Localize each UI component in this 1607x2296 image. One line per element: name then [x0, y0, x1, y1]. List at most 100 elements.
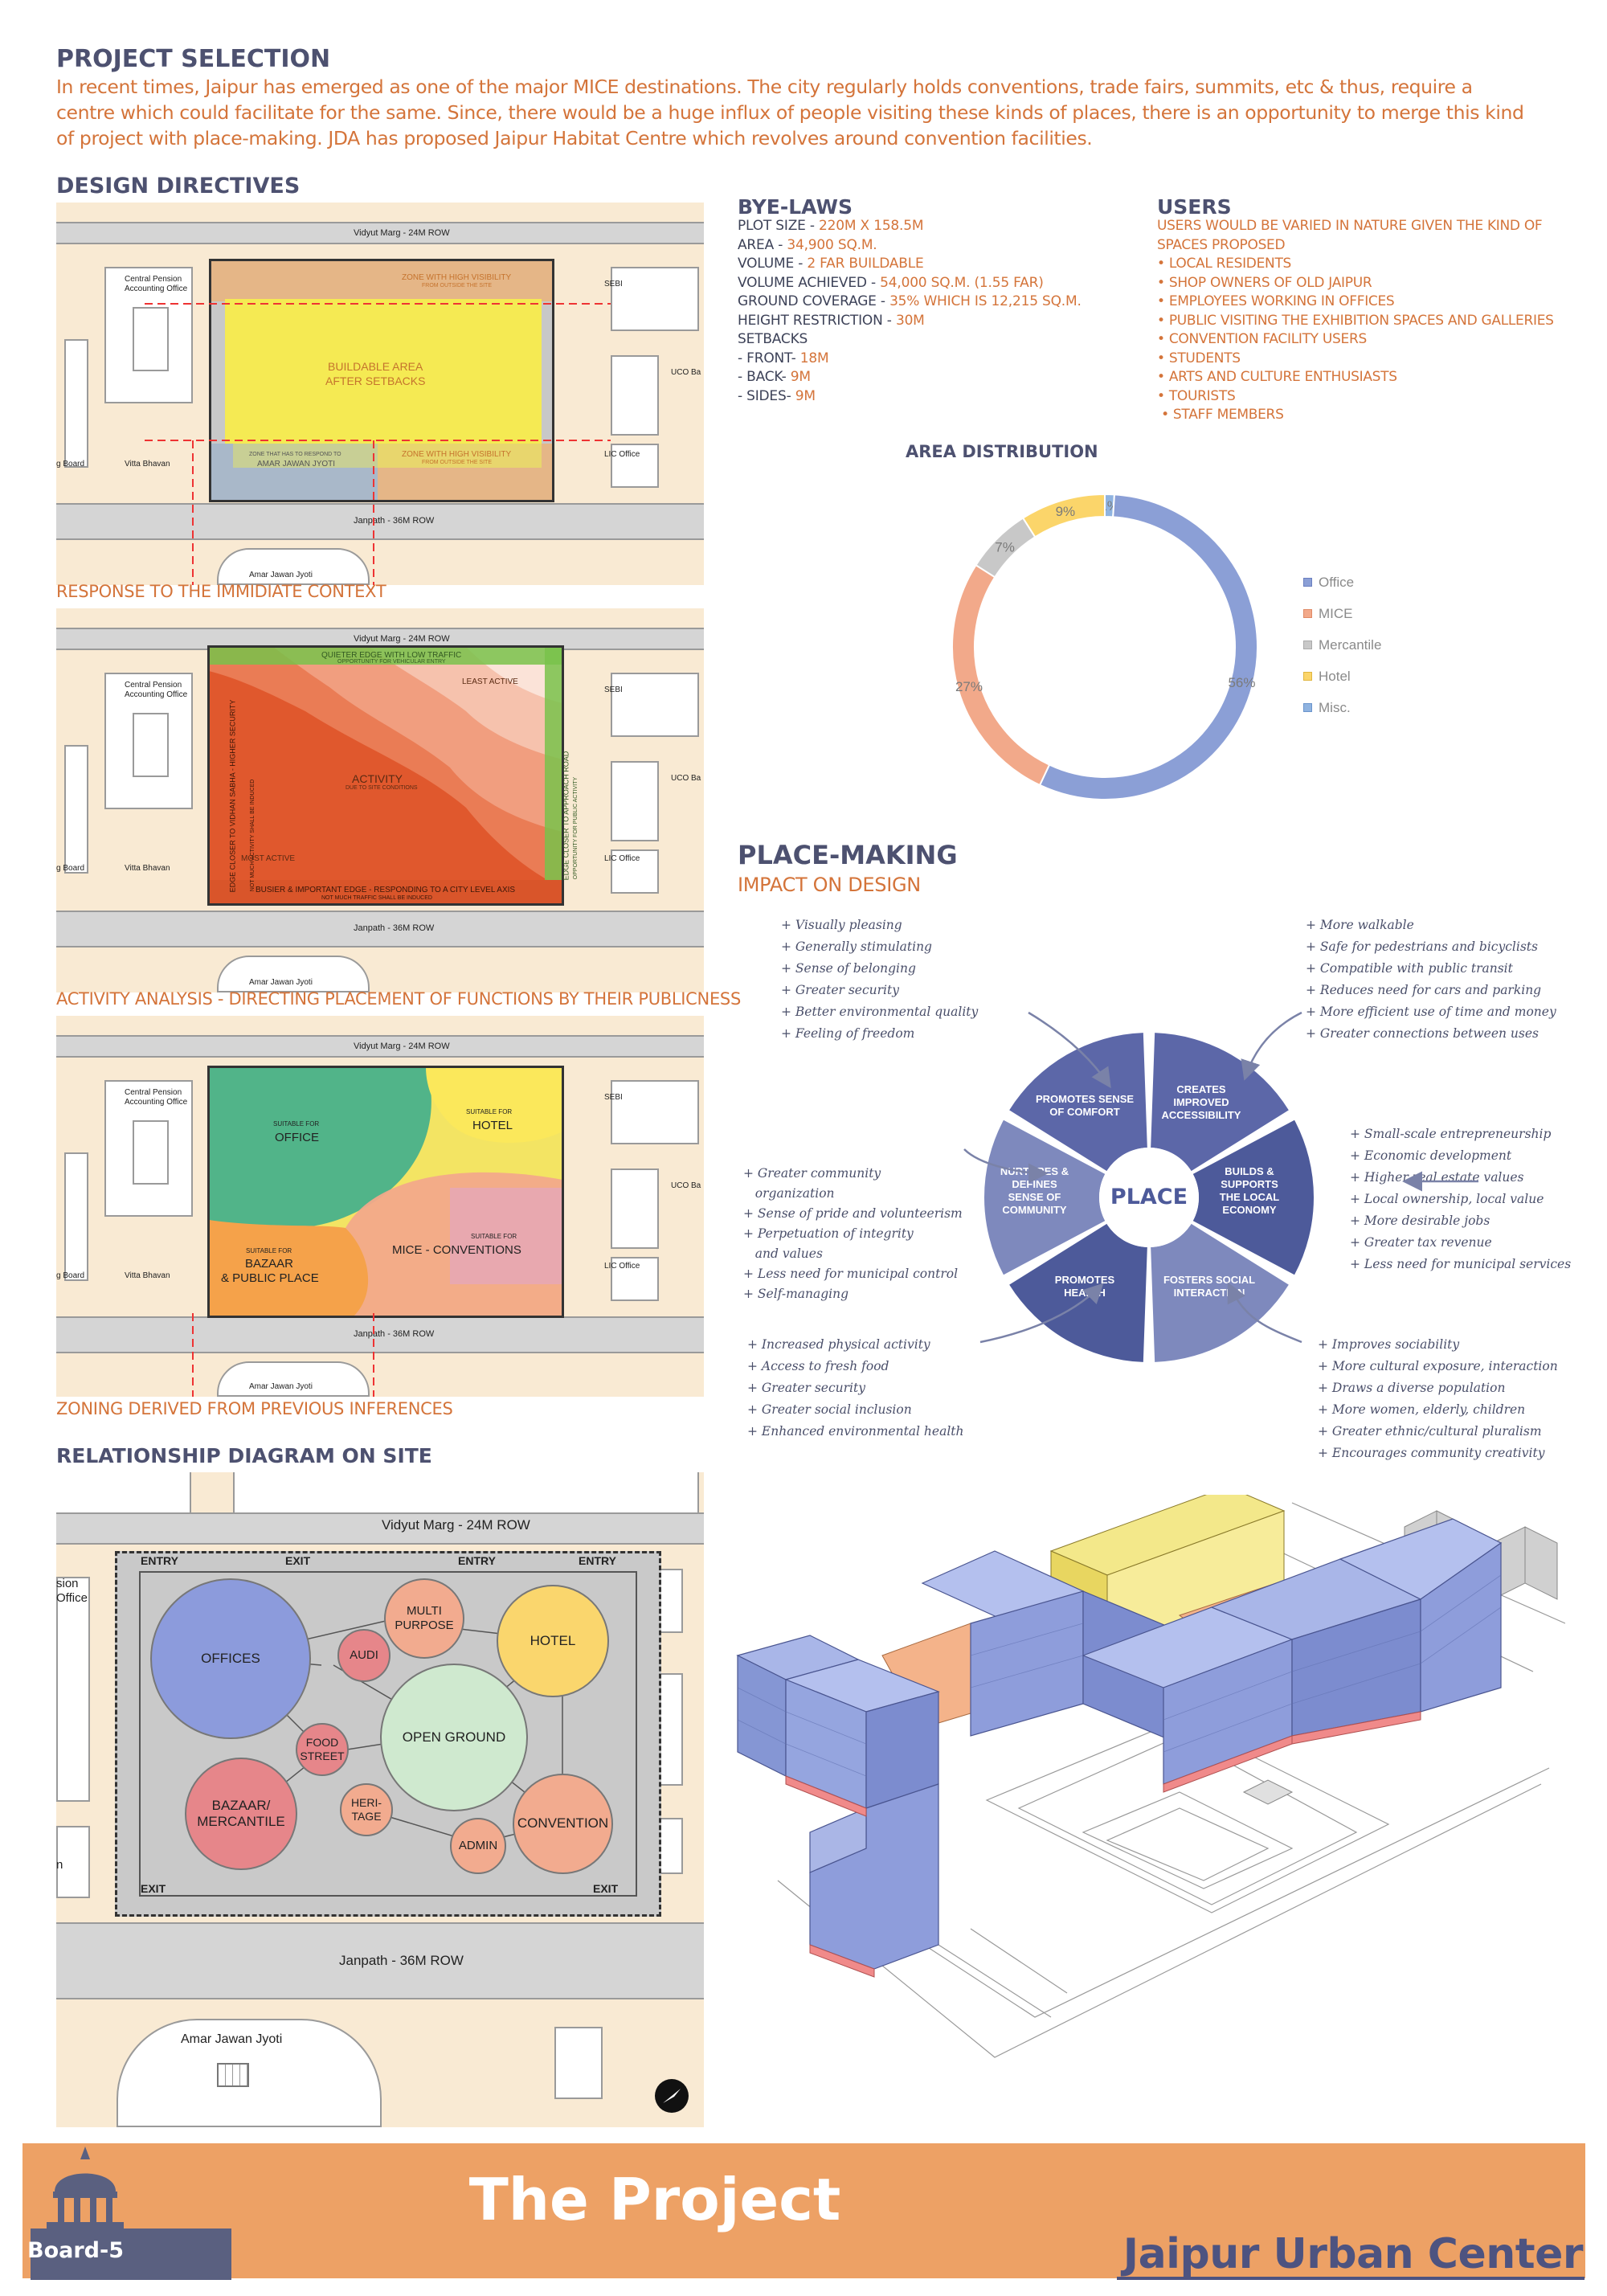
impact-arrows: [963, 1011, 1478, 1344]
list-comfort: + Visually pleasing+ Generally stimulati…: [781, 918, 979, 1041]
project-name-underline: [1117, 2277, 1585, 2280]
users-line: • STUDENTS: [1157, 350, 1241, 366]
node-multi: MULTI PURPOSE: [384, 1578, 464, 1659]
label-respond-2: AMAR JAWAN JYOTI: [257, 460, 336, 469]
users-line: USERS WOULD BE VARIED IN NATURE GIVEN TH…: [1157, 218, 1543, 234]
label-sebi-2: SEBI: [604, 686, 623, 694]
byelaws-title: BYE-LAWS: [738, 195, 853, 219]
label-uco: UCO Ba: [671, 368, 701, 377]
label-respond: ZONE THAT HAS TO RESPOND TO: [249, 452, 341, 457]
label-vitta: Vitta Bhavan: [125, 460, 170, 469]
site-inner-boundary: [139, 1571, 637, 1897]
road-label-top-rel: Vidyut Marg - 24M ROW: [382, 1517, 530, 1533]
wheel-segment: [1192, 1119, 1314, 1275]
rel-exit-1: EXIT: [285, 1554, 311, 1567]
byelaw-line: HEIGHT RESTRICTION - 30M: [738, 312, 925, 329]
area-distribution-donut: 1%56%27%7%9%: [951, 493, 1258, 800]
users-line: • TOURISTS: [1157, 387, 1236, 404]
label-mice: MICE - CONVENTIONS: [392, 1243, 521, 1257]
label-quieter-sub: OPPORTUNITY FOR VEHICULAR ENTRY: [337, 659, 446, 665]
legend-item-hotel: Hotel: [1303, 661, 1381, 692]
label-central-pension-2: Central Pension Accounting Office: [125, 681, 188, 699]
label-central-pension: Central Pension Accounting Office: [125, 275, 188, 293]
footer-title: The Project: [468, 2166, 841, 2233]
label-central-pension-3: Central Pension Accounting Office: [125, 1088, 188, 1107]
wheel-segment: [1009, 1223, 1147, 1362]
byelaw-line: - FRONT- 18M: [738, 350, 829, 366]
legend-swatch: [1303, 609, 1312, 618]
node-heritage: HERI- TAGE: [340, 1783, 393, 1836]
rel-amar: Amar Jawan Jyoti: [181, 2032, 283, 2046]
place-center-label: PLACE: [1110, 1185, 1188, 1209]
label-quieter: QUIETER EDGE WITH LOW TRAFFIC: [321, 651, 462, 660]
label-board: g Board: [56, 460, 85, 469]
label-amar-2: Amar Jawan Jyoti: [249, 978, 313, 987]
legend-item-misc: Misc.: [1303, 692, 1381, 723]
road-label-top-2: Vidyut Marg - 24M ROW: [354, 634, 450, 644]
zone-buildable: [225, 299, 542, 444]
users-line: • EMPLOYEES WORKING IN OFFICES: [1157, 293, 1395, 309]
legend-item-mice: MICE: [1303, 598, 1381, 629]
list-health: + Increased physical activity+ Access to…: [747, 1337, 964, 1439]
context-map-2: Vidyut Marg - 24M ROW Janpath - 36M ROW …: [56, 608, 704, 992]
list-economy: + Small-scale entrepreneurship+ Economic…: [1350, 1127, 1572, 1271]
relationship-title: RELATIONSHIP DIAGRAM ON SITE: [56, 1444, 432, 1467]
context-map-3: Vidyut Marg - 24M ROW Janpath - 36M ROW …: [56, 1016, 704, 1397]
node-hotel: HOTEL: [497, 1585, 609, 1697]
legend-swatch: [1303, 672, 1312, 681]
placemaking-title: PLACE-MAKING: [738, 840, 958, 870]
context-map-1: Vidyut Marg - 24M ROW Janpath - 36M ROW …: [56, 203, 704, 585]
rel-left-label: sion Office: [56, 1577, 88, 1605]
place-wheel: [984, 1033, 1314, 1362]
users-line: • STAFF MEMBERS: [1157, 407, 1284, 423]
label-hotel: HOTEL: [472, 1119, 513, 1132]
label-bazaar: BAZAAR: [245, 1257, 294, 1271]
label-amar: Amar Jawan Jyoti: [249, 571, 313, 579]
donut-label: 56%: [1228, 675, 1255, 690]
label-uco-3: UCO Ba: [671, 1181, 701, 1190]
project-selection-title: PROJECT SELECTION: [56, 45, 331, 73]
byelaws-list: PLOT SIZE - 220M X 158.5M AREA - 34,900 …: [738, 217, 1082, 406]
label-sebi: SEBI: [604, 280, 623, 289]
rel-exit-3: EXIT: [593, 1882, 619, 1895]
node-food: FOOD STREET: [296, 1723, 349, 1776]
relationship-map: Vidyut Marg - 24M ROW Janpath - 36M ROW …: [56, 1472, 704, 2127]
road-top-rel: [56, 1512, 704, 1545]
seg-label-access: CREATES IMPROVED ACCESSIBILITY: [1161, 1083, 1241, 1121]
node-convention: CONVENTION: [513, 1774, 613, 1874]
rel-entry-1: ENTRY: [141, 1554, 178, 1567]
label-most: MOST ACTIVE: [241, 854, 296, 863]
label-zone-top: ZONE WITH HIGH VISIBILITY: [402, 273, 512, 282]
zone-visibility-top: [211, 261, 552, 301]
label-vitta-2: Vitta Bhavan: [125, 864, 170, 873]
byelaw-line: AREA - 34,900 SQ.M.: [738, 236, 877, 253]
label-bazaar-pre: SUITABLE FOR: [246, 1247, 292, 1254]
caption-map-2: ACTIVITY ANALYSIS - DIRECTING PLACEMENT …: [56, 989, 741, 1009]
label-right-edge: EDGE CLOSER TO APPROACH ROAD: [562, 751, 570, 881]
legend-swatch: [1303, 703, 1312, 712]
road-label-top-3: Vidyut Marg - 24M ROW: [354, 1042, 450, 1051]
label-lic: LIC Office: [604, 450, 640, 459]
users-title: USERS: [1157, 195, 1232, 219]
label-office-pre: SUITABLE FOR: [273, 1120, 320, 1128]
byelaw-line: VOLUME - 2 FAR BUILDABLE: [738, 256, 924, 272]
axonometric-view: [730, 1495, 1565, 2073]
label-left-edge-sub: NOT MUCH ACTIVITY SHALL BE INDUCED: [249, 779, 256, 892]
north-arrow-icon: [655, 2079, 689, 2113]
wheel-segment: [1151, 1223, 1289, 1362]
label-least: LEAST ACTIVE: [462, 677, 518, 686]
byelaw-line: SETBACKS: [738, 331, 808, 347]
label-amar-3: Amar Jawan Jyoti: [249, 1382, 313, 1391]
donut-slice-hotel: [1021, 493, 1106, 538]
users-line: • CONVENTION FACILITY USERS: [1157, 331, 1367, 347]
byelaw-line: - SIDES- 9M: [738, 387, 816, 404]
chart-legend: Office MICE Mercantile Hotel Misc.: [1303, 567, 1381, 723]
road-bottom-rel: [56, 1922, 704, 1999]
legend-item-office: Office: [1303, 567, 1381, 598]
wheel-segment: [1009, 1033, 1147, 1172]
list-access: + More walkable+ Safe for pedestrians an…: [1306, 918, 1556, 1041]
placemaking-subtitle: IMPACT ON DESIGN: [738, 874, 921, 896]
byelaw-line: VOLUME ACHIEVED - 54,000 SQ.M. (1.55 FAR…: [738, 274, 1044, 291]
label-buildable-2: AFTER SETBACKS: [325, 374, 426, 387]
chart-title: AREA DISTRIBUTION: [906, 442, 1098, 461]
